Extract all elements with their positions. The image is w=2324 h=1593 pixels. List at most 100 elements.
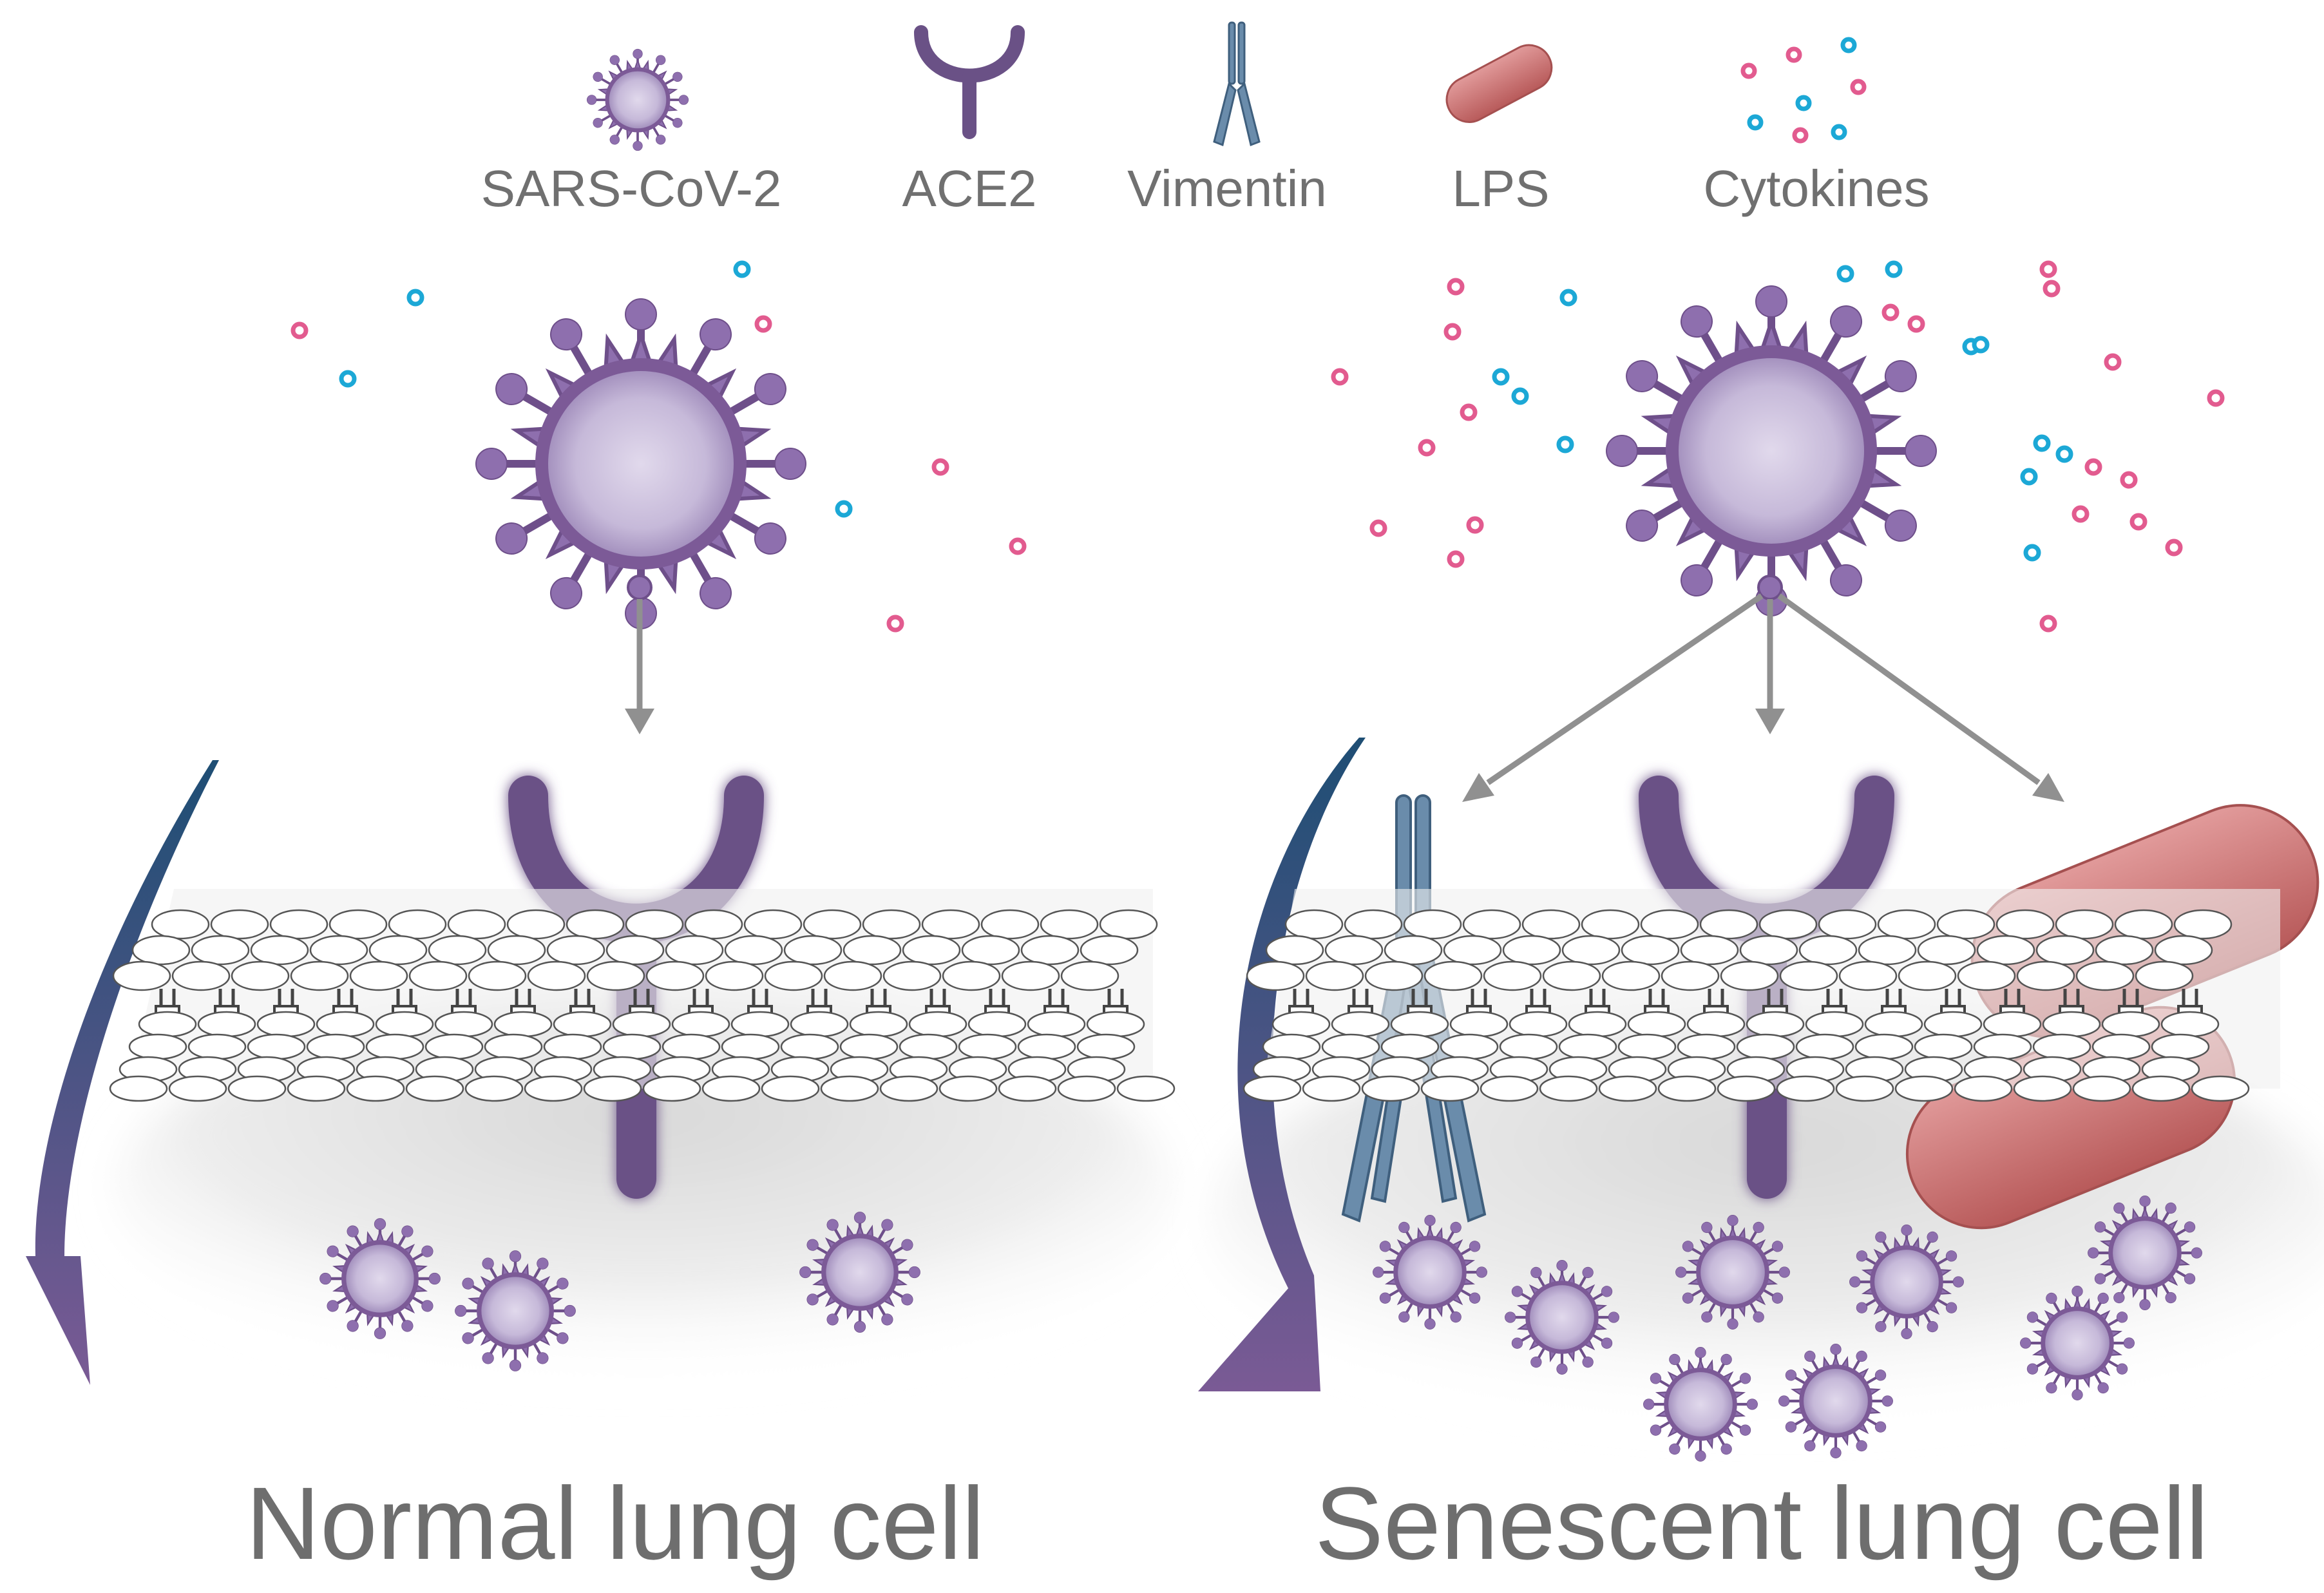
lipid-head bbox=[1331, 1011, 1390, 1038]
attachment-arrows bbox=[1462, 575, 2064, 802]
lipid-head bbox=[1995, 909, 2055, 940]
lipid-head bbox=[1864, 1011, 1923, 1038]
lipid-head bbox=[1568, 1011, 1627, 1038]
lipid-head bbox=[468, 960, 527, 991]
lipid-head bbox=[1661, 960, 1720, 991]
senescent-cell-panel: Senescent lung cell bbox=[1198, 260, 2324, 1581]
lipid-head bbox=[764, 960, 823, 991]
lipid-head bbox=[1699, 909, 1758, 940]
legend-cytokines-icon bbox=[1740, 37, 1867, 144]
lipid-head bbox=[375, 1011, 434, 1038]
normal-cell-title: Normal lung cell bbox=[245, 1465, 984, 1581]
lipid-head bbox=[849, 1011, 908, 1038]
lipid-head bbox=[1017, 1033, 1076, 1060]
lipid-head bbox=[1509, 1011, 1568, 1038]
lipid-head bbox=[1739, 935, 1798, 966]
lipid-head bbox=[780, 1033, 839, 1060]
lipid-head bbox=[1364, 960, 1424, 991]
lipid-head bbox=[1321, 1033, 1380, 1060]
lipid-head bbox=[1420, 1075, 1480, 1102]
lipid-head bbox=[1954, 1075, 2013, 1102]
lipid-head bbox=[2101, 1011, 2160, 1038]
lipid-head bbox=[862, 909, 921, 940]
lipid-head bbox=[329, 909, 388, 940]
lipid-head bbox=[151, 909, 210, 940]
lipid-head bbox=[1243, 1075, 1302, 1102]
lipid-head bbox=[1818, 909, 1877, 940]
lipid-head bbox=[128, 1033, 187, 1060]
lipid-head bbox=[879, 1075, 938, 1102]
lipid-head bbox=[730, 1011, 790, 1038]
lipid-head bbox=[1027, 1011, 1086, 1038]
lipid-head bbox=[543, 1033, 602, 1060]
lipid-head bbox=[197, 1011, 256, 1038]
lipid-head bbox=[1086, 1011, 1145, 1038]
lipid-head bbox=[1858, 935, 1917, 966]
lipid-head bbox=[1558, 1033, 1617, 1060]
lipid-head bbox=[1099, 909, 1158, 940]
lipid-head bbox=[1957, 960, 2016, 991]
lipid-head bbox=[967, 1011, 1027, 1038]
lipid-head bbox=[2035, 935, 2095, 966]
lipid-head bbox=[1894, 1075, 1954, 1102]
lipid-head bbox=[882, 960, 942, 991]
lipid-head bbox=[434, 1011, 493, 1038]
lipid-head bbox=[2154, 935, 2213, 966]
lipid-head bbox=[309, 935, 368, 966]
lipid-head bbox=[1936, 909, 1995, 940]
lipid-head bbox=[1657, 1075, 1717, 1102]
lipid-head bbox=[191, 935, 250, 966]
lipid-head bbox=[721, 1033, 780, 1060]
lipid-head bbox=[290, 960, 349, 991]
lipid-head bbox=[662, 1033, 721, 1060]
lipid-head bbox=[1627, 1011, 1686, 1038]
lipid-head bbox=[1265, 935, 1324, 966]
lipid-head bbox=[2075, 960, 2135, 991]
virus-icon-right bbox=[1606, 286, 1936, 616]
lipid-head bbox=[1060, 960, 1119, 991]
lipid-head bbox=[109, 1075, 168, 1102]
cytokine-dots bbox=[290, 260, 1027, 633]
lipid-head bbox=[247, 1033, 306, 1060]
lipid-head bbox=[1246, 960, 1305, 991]
lipid-head bbox=[1443, 935, 1502, 966]
cell-membrane-right bbox=[1243, 889, 2280, 1102]
legend-lps-label: LPS bbox=[1452, 160, 1549, 217]
lipid-head bbox=[424, 1033, 484, 1060]
lipid-head bbox=[2173, 909, 2233, 940]
lipid-head bbox=[1403, 909, 1462, 940]
lipid-head bbox=[1324, 935, 1384, 966]
lipid-head bbox=[586, 960, 645, 991]
lipid-head bbox=[131, 935, 191, 966]
lipid-head bbox=[1057, 1075, 1116, 1102]
lipid-head bbox=[908, 1011, 967, 1038]
lipid-head bbox=[1581, 909, 1640, 940]
lipid-head bbox=[112, 960, 171, 991]
lipid-head bbox=[171, 960, 231, 991]
cell-membrane bbox=[109, 889, 1176, 1102]
lipid-head bbox=[187, 1033, 247, 1060]
lipid-head bbox=[2032, 1033, 2091, 1060]
lipid-head bbox=[506, 909, 566, 940]
lipid-head bbox=[447, 909, 506, 940]
lipid-head bbox=[227, 1075, 287, 1102]
lipid-head bbox=[602, 1033, 662, 1060]
lipid-head bbox=[1983, 1011, 2042, 1038]
lipid-head bbox=[1736, 1033, 1795, 1060]
lipid-head bbox=[566, 909, 625, 940]
lipid-head bbox=[1076, 1033, 1136, 1060]
lipid-head bbox=[405, 1075, 464, 1102]
lipid-head bbox=[1877, 909, 1936, 940]
lipid-head bbox=[1001, 960, 1060, 991]
lipid-head bbox=[1502, 935, 1561, 966]
lipid-head bbox=[1449, 1011, 1509, 1038]
lipid-head bbox=[2135, 960, 2194, 991]
lipid-head bbox=[1116, 1075, 1176, 1102]
lipid-head bbox=[1976, 935, 2035, 966]
lipid-head bbox=[484, 1033, 543, 1060]
lipid-head bbox=[1914, 1033, 1973, 1060]
lipid-head bbox=[899, 1033, 958, 1060]
lipid-head bbox=[306, 1033, 365, 1060]
lipid-head bbox=[1262, 1033, 1321, 1060]
lipid-head bbox=[1758, 909, 1818, 940]
